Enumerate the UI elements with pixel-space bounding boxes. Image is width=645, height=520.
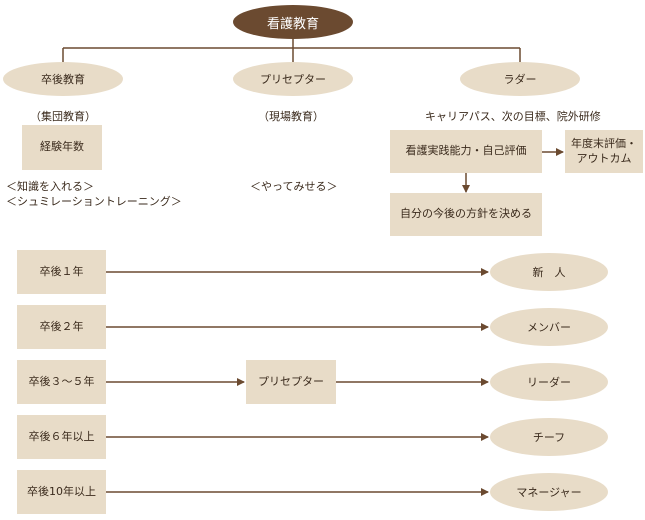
years-label: 卒後６年以上 [28, 429, 95, 443]
onsite-education-label: （現場教育） [258, 110, 324, 123]
experience-years-box: 経験年数 [22, 125, 102, 170]
years-label: 卒後１年 [39, 264, 84, 278]
year-end-evaluation-line2: アウトカム [576, 151, 632, 165]
role-node-manager: マネージャー [490, 473, 608, 511]
role-node-leader: リーダー [490, 363, 608, 401]
years-box-1: 卒後１年 [17, 250, 106, 294]
root-node-nursing-education: 看護教育 [233, 5, 353, 39]
simulation-training-note: ＜シュミレーショントレーニング＞ [6, 195, 182, 208]
nursing-practice-ability-box: 看護実践能力・自己評価 [390, 130, 542, 173]
role-label: メンバー [527, 321, 571, 334]
role-label: 新 人 [532, 266, 566, 279]
nursing-practice-ability-label: 看護実践能力・自己評価 [405, 144, 527, 158]
role-node-member: メンバー [490, 308, 608, 346]
role-node-chief: チーフ [490, 418, 608, 456]
years-label: 卒後10年以上 [27, 484, 96, 498]
root-node-label: 看護教育 [266, 16, 319, 32]
branch-node-label: プリセプター [260, 73, 326, 86]
years-label: 卒後２年 [39, 319, 84, 333]
preceptor-label: プリセプター [258, 374, 324, 388]
preceptor-box: プリセプター [246, 360, 336, 404]
years-box-2: 卒後２年 [17, 305, 106, 349]
role-label: マネージャー [516, 486, 582, 499]
future-policy-box: 自分の今後の方針を決める [390, 193, 542, 236]
branch-node-label: ラダー [503, 73, 537, 86]
branch-node-preceptor: プリセプター [233, 62, 353, 96]
knowledge-note: ＜知識を入れる＞ [6, 180, 94, 193]
future-policy-label: 自分の今後の方針を決める [400, 207, 532, 221]
years-box-5: 卒後10年以上 [17, 470, 106, 514]
role-node-newcomer: 新 人 [490, 253, 608, 291]
years-box-3: 卒後３～５年 [17, 360, 106, 404]
role-label: チーフ [532, 431, 566, 444]
years-box-4: 卒後６年以上 [17, 415, 106, 459]
branch-node-label: 卒後教育 [41, 73, 85, 86]
year-end-evaluation-line1: 年度末評価・ [571, 136, 637, 150]
career-path-label: キャリアパス、次の目標、院外研修 [425, 110, 601, 123]
group-education-label: （集団教育） [30, 110, 96, 123]
demonstrate-note: ＜やってみせる＞ [250, 180, 338, 193]
experience-years-label: 経験年数 [40, 140, 84, 154]
branch-node-ladder: ラダー [460, 62, 580, 96]
years-label: 卒後３～５年 [28, 374, 95, 388]
branch-node-postgrad-education: 卒後教育 [3, 62, 123, 96]
year-end-evaluation-box: 年度末評価・ アウトカム [565, 130, 643, 173]
role-label: リーダー [527, 376, 571, 389]
